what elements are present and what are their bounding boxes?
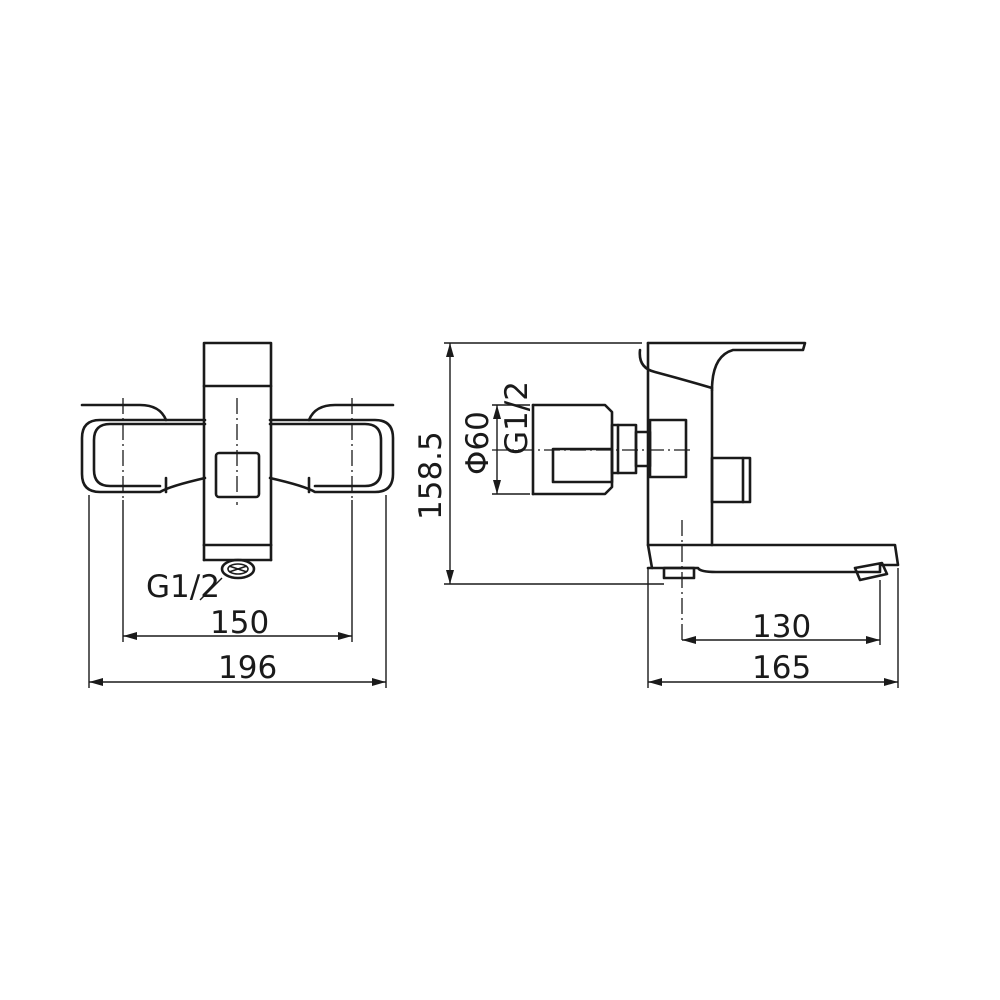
flange-diameter-label: Φ60 — [460, 411, 496, 475]
front-thread-label: G1/2 — [146, 569, 220, 605]
left-handle — [80, 403, 207, 494]
side-thread-label: G1/2 — [499, 381, 535, 455]
overall-depth-label: 165 — [752, 650, 811, 686]
centres-dimension-label: 150 — [210, 605, 269, 641]
height-dimension — [444, 342, 664, 585]
front-view: G1/2 150 196 — [80, 341, 395, 688]
spout-reach-label: 130 — [752, 609, 811, 645]
overall-width-dimension — [88, 495, 387, 688]
height-dimension-label: 158.5 — [413, 431, 449, 520]
front-thread-leader — [199, 577, 223, 601]
spout-reach-dimension — [682, 580, 881, 645]
overall-depth-dimension — [647, 568, 899, 688]
outlet-aerator — [220, 558, 256, 580]
flange-diameter-dimension — [492, 404, 530, 495]
right-handle — [268, 403, 395, 494]
side-view: 158.5 Φ60 G1/2 130 — [413, 341, 900, 688]
connector-nut — [610, 423, 652, 475]
lever-handle — [638, 341, 807, 392]
centres-dimension — [122, 500, 353, 642]
diverter-knob — [710, 456, 752, 504]
overall-width-dimension-label: 196 — [218, 650, 277, 686]
spout — [646, 543, 900, 582]
